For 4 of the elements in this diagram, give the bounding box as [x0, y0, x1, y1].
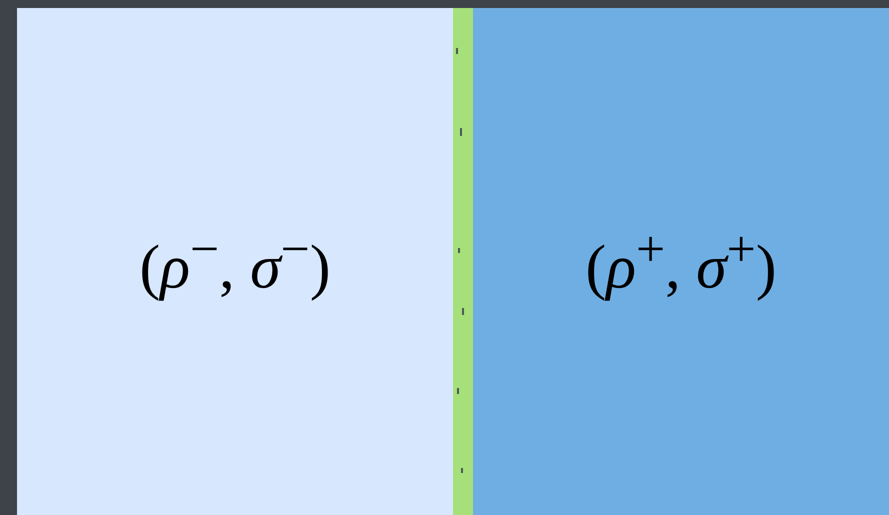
region-panel — [17, 8, 453, 515]
region-panel — [473, 8, 889, 515]
state-label: (ρ$^{−}$, σ$^{−}$) — [140, 220, 330, 304]
state-label: (ρ$^{+}$, σ$^{+}$) — [586, 220, 776, 304]
